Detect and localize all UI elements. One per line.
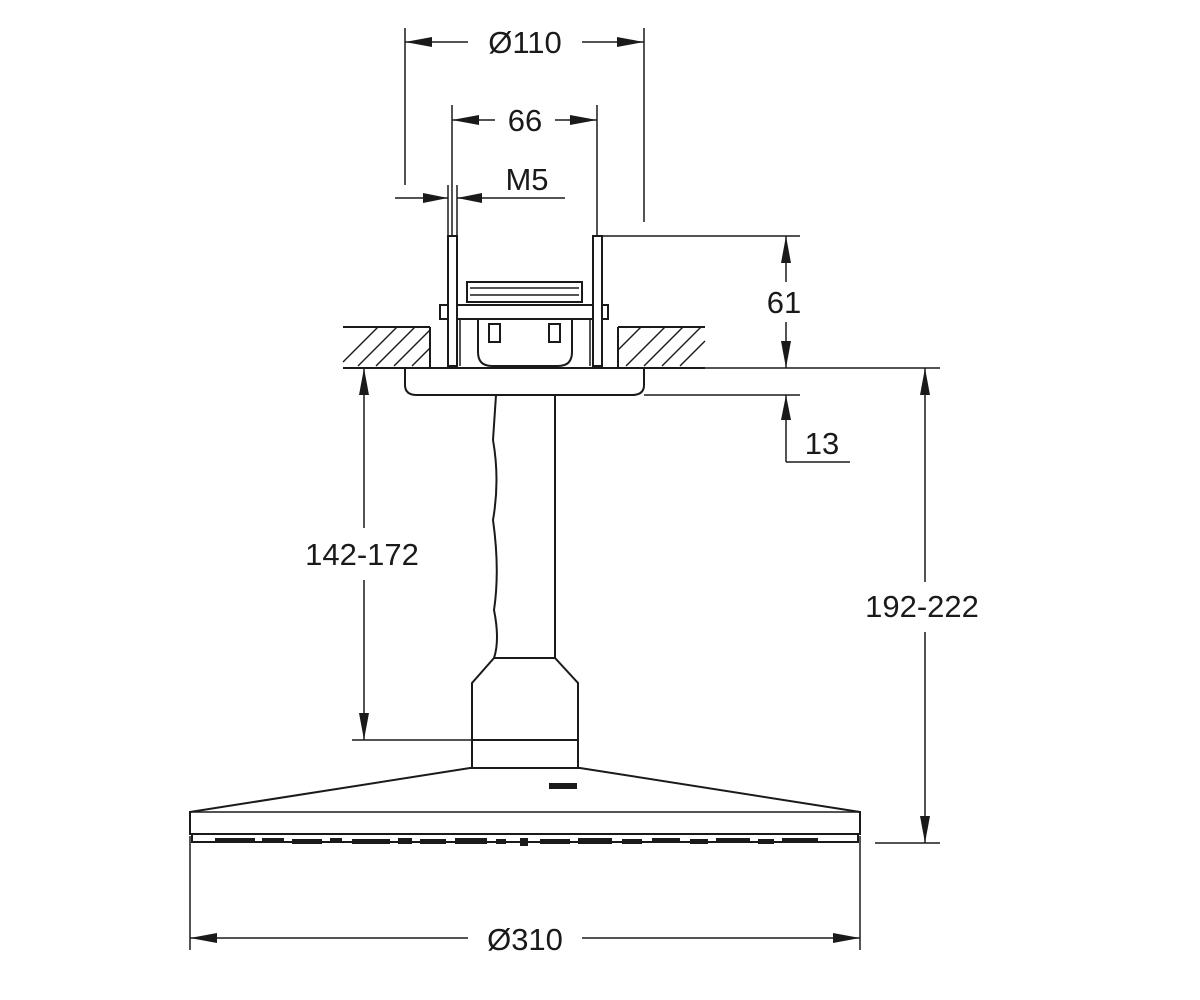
- dimension-label-overall-height: 192-222: [865, 589, 979, 624]
- dimension-thread: M5: [395, 162, 565, 236]
- dimension-diameter-110: Ø110: [404, 25, 645, 222]
- shower-arm: [491, 394, 556, 659]
- dimension-label-thread: M5: [505, 162, 548, 197]
- dimension-mount-depth: 61: [602, 235, 801, 368]
- dimension-overall-height: 192-222: [865, 368, 979, 844]
- dimension-label-diameter-310: Ø310: [487, 922, 563, 957]
- dimension-bolt-spacing: 66: [451, 103, 598, 236]
- dimension-label-arm-length: 142-172: [305, 537, 419, 572]
- arm-connector: [471, 657, 579, 769]
- shower-head: [189, 767, 861, 846]
- spray-nozzles: [215, 838, 818, 846]
- dimension-diameter-310: Ø310: [189, 836, 861, 957]
- dimension-label-cover-height: 13: [805, 426, 839, 461]
- dimension-label-mount-depth: 61: [767, 285, 801, 320]
- dimension-label-bolt-spacing: 66: [508, 103, 542, 138]
- mounting-box: [439, 281, 609, 367]
- ceiling-flange: [404, 367, 645, 396]
- dimension-label-diameter-110: Ø110: [488, 25, 562, 60]
- dimension-arm-length: 142-172: [305, 367, 472, 741]
- dimension-cover-height: 13: [644, 394, 850, 463]
